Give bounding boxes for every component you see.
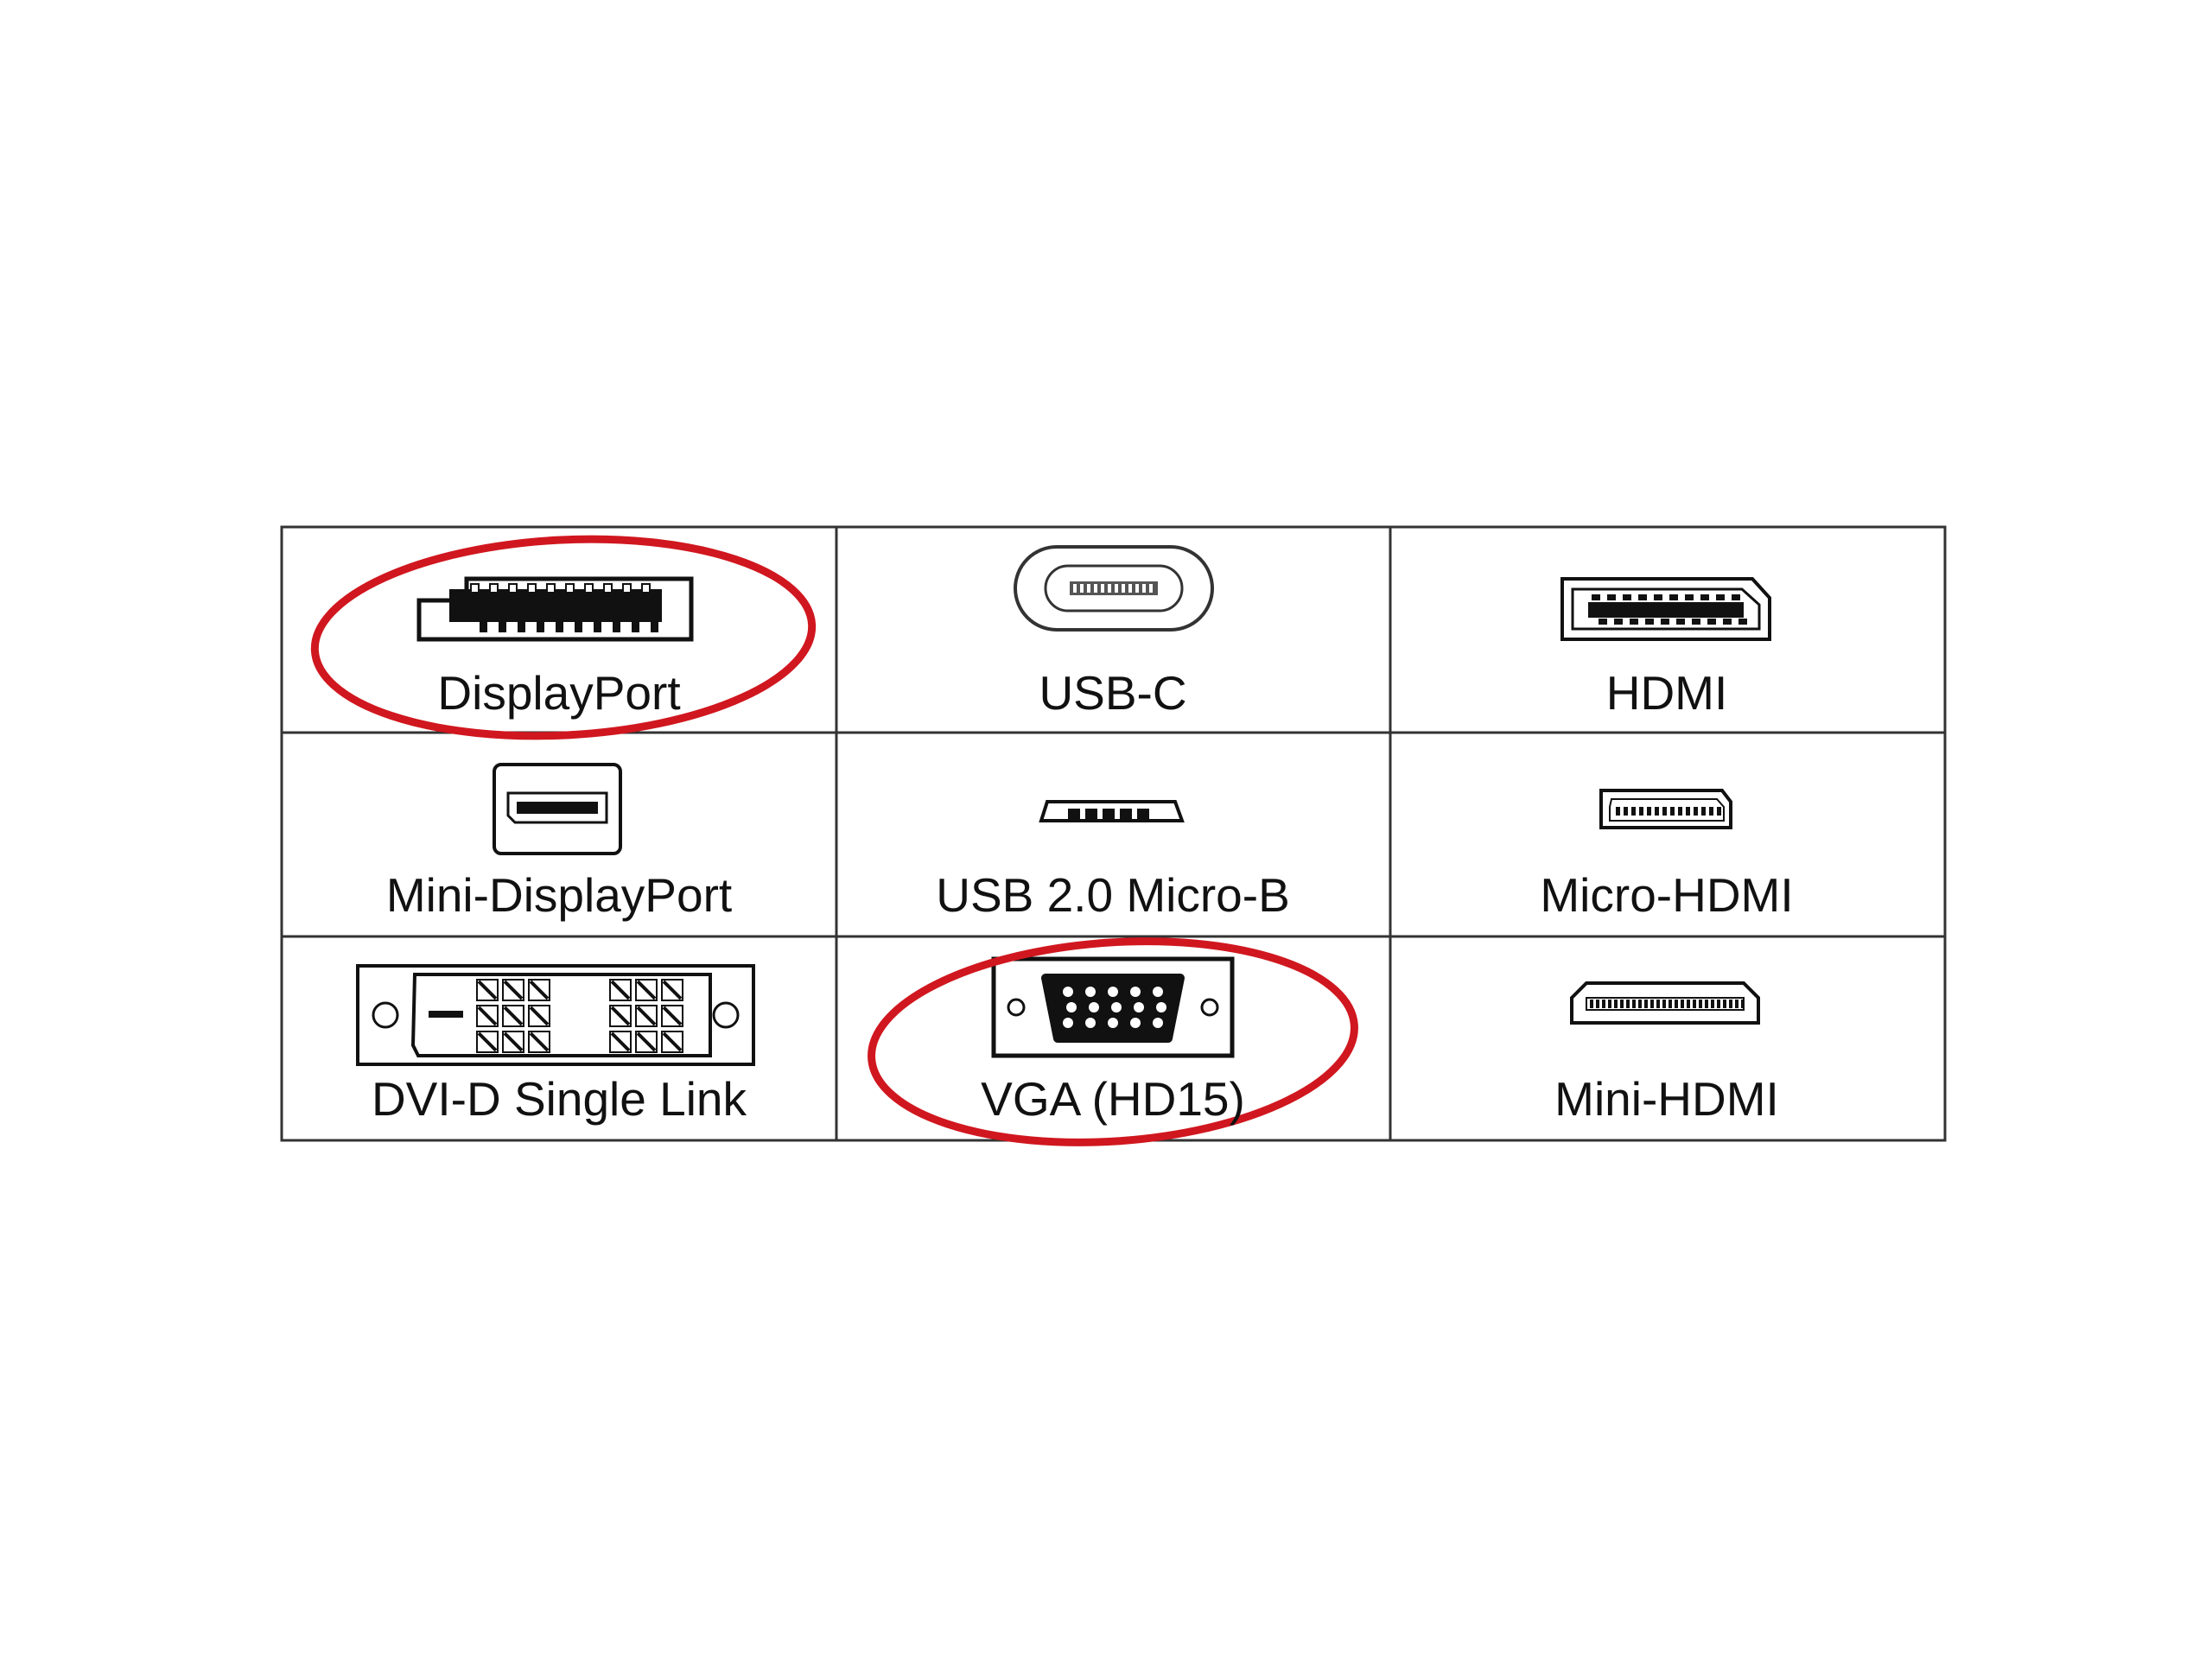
usb-c-icon <box>1014 545 1214 632</box>
label-dvi-d: DVI-D Single Link <box>371 1072 747 1126</box>
displayport-icon <box>416 576 694 642</box>
dvi-d-icon <box>356 964 755 1066</box>
label-displayport: DisplayPort <box>437 666 681 720</box>
usb-micro-b-icon <box>1039 800 1185 822</box>
highlight-ring-displayport <box>310 535 817 740</box>
label-mini-displayport: Mini-DisplayPort <box>385 868 733 922</box>
label-mini-hdmi: Mini-HDMI <box>1554 1072 1779 1126</box>
mini-displayport-icon <box>493 763 622 855</box>
hdmi-icon <box>1560 577 1771 641</box>
label-usb-micro-b: USB 2.0 Micro-B <box>936 868 1290 922</box>
label-micro-hdmi: Micro-HDMI <box>1540 868 1794 922</box>
label-vga: VGA (HD15) <box>981 1072 1245 1126</box>
vga-icon <box>991 956 1235 1058</box>
highlight-ring-vga <box>868 937 1358 1146</box>
micro-hdmi-icon <box>1599 789 1732 829</box>
label-hdmi: HDMI <box>1605 666 1728 720</box>
mini-hdmi-icon <box>1570 981 1760 1025</box>
label-usb-c: USB-C <box>1039 666 1187 720</box>
